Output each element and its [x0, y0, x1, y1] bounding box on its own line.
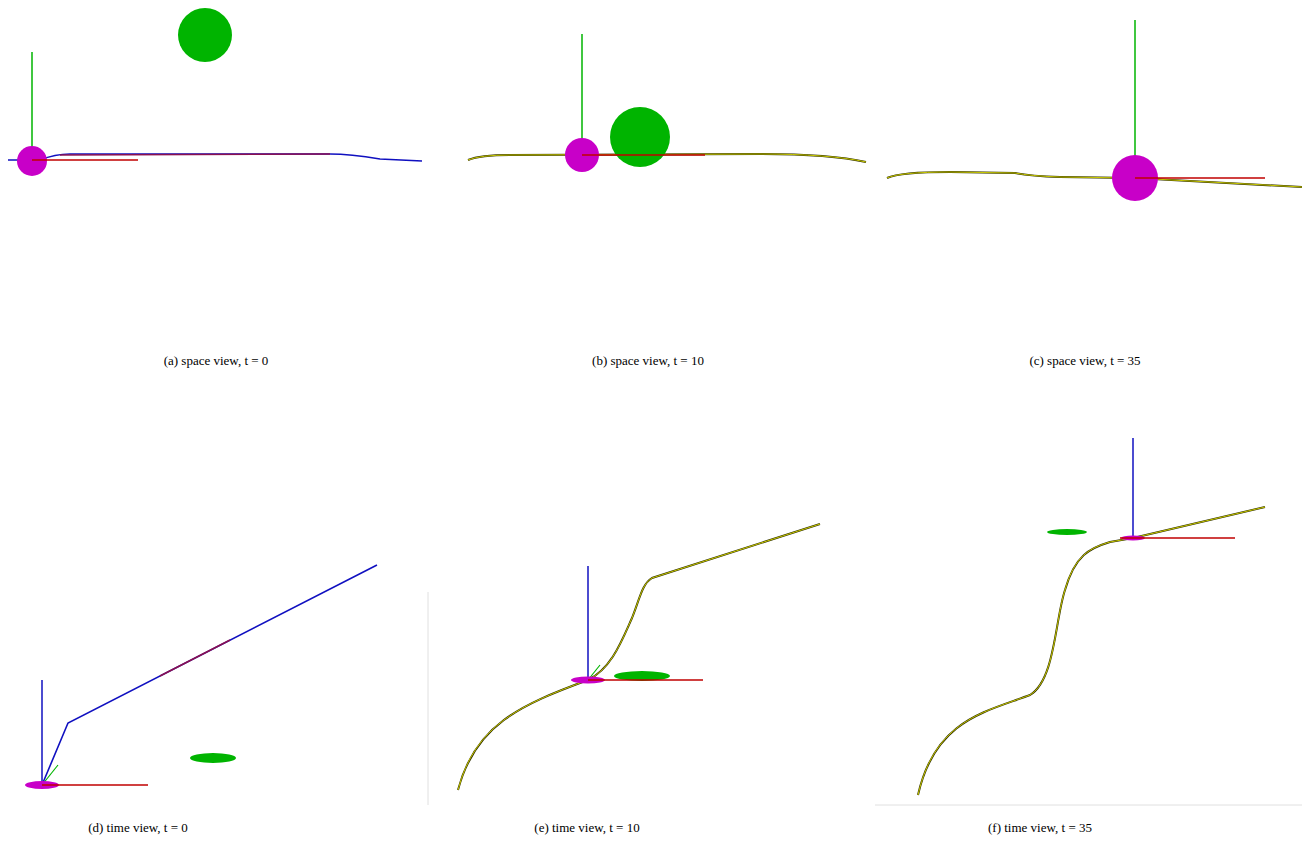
panel-a — [8, 8, 422, 176]
subfigure-caption: (e) time view, t = 10 — [534, 820, 639, 836]
subfigure-caption: (b) space view, t = 10 — [592, 353, 704, 369]
panel-c — [887, 20, 1302, 201]
subfigure-caption: (a) space view, t = 0 — [164, 353, 269, 369]
panel-f — [875, 438, 1302, 805]
panel-d — [25, 565, 377, 789]
subfigure-caption: (c) space view, t = 35 — [1029, 353, 1140, 369]
panel-e — [428, 524, 820, 805]
subfigure-caption: (d) time view, t = 0 — [88, 820, 188, 836]
subfigure-caption: (f) time view, t = 35 — [988, 820, 1092, 836]
panel-b — [468, 34, 866, 172]
